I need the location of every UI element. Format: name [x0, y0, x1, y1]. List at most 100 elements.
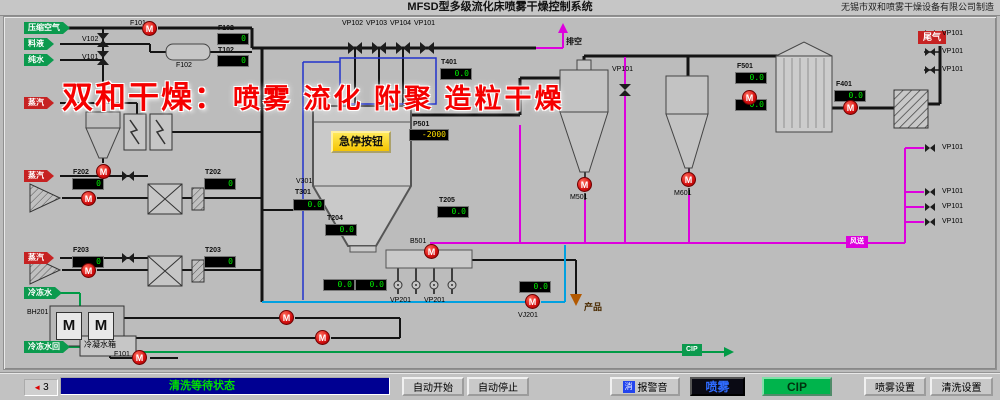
pump-vj201[interactable]: M	[525, 294, 540, 309]
valve-vp102[interactable]	[348, 42, 362, 54]
counter-value: 3	[43, 382, 49, 393]
clean-settings-button[interactable]: 清洗设置	[930, 377, 993, 396]
valve-vp101-right-7[interactable]	[925, 218, 935, 226]
tag-convey: 风送	[846, 236, 868, 248]
label-m601: M601	[674, 190, 692, 197]
auto-stop-button[interactable]: 自动停止	[467, 377, 529, 396]
tag-steam-heater: 蒸汽	[24, 97, 54, 109]
display-t205: 0.0	[437, 206, 469, 218]
tag-steam-hx1: 蒸汽	[24, 170, 54, 182]
counter-arrow-icon: ◄	[33, 383, 42, 392]
pipe-network-cip-blue	[302, 57, 437, 300]
pipe-network-green	[60, 292, 734, 357]
product-arrow-icon	[570, 294, 582, 306]
valve-vp101-right-3[interactable]	[925, 66, 935, 74]
motor-bh201-1: M	[56, 312, 82, 340]
display-label-f202: F202	[73, 169, 89, 176]
pipe-network-cyan	[262, 245, 566, 303]
pump-m601[interactable]: M	[681, 172, 696, 187]
label-vp101-right-5: VP101	[942, 188, 964, 195]
valve-v101[interactable]	[97, 51, 109, 65]
display-label-t102: T102	[218, 47, 234, 54]
valve-vp101-mid[interactable]	[619, 84, 631, 96]
display-f501: 0.0	[735, 72, 767, 84]
tag-tail-gas: 尾气	[918, 31, 947, 44]
label-vp101-right-4: VP101	[942, 144, 964, 151]
label-f102-tank: F102	[176, 62, 192, 69]
valve-vp101-right-2[interactable]	[925, 48, 935, 56]
spray-settings-label: 喷雾设置	[875, 383, 915, 394]
pump-bh201-b[interactable]: M	[315, 330, 330, 345]
status-bar: 清洗等待状态	[60, 377, 390, 395]
pump-feed-1[interactable]: M	[81, 191, 96, 206]
motor-bh201-2: M	[88, 312, 114, 340]
control-bar: ◄ 3 清洗等待状态 自动开始 自动停止 消 报警音 喷雾 CIP 喷雾设置 清…	[0, 372, 1000, 400]
valve-steam-2[interactable]	[122, 253, 134, 263]
label-vp201-b: VP201	[424, 297, 446, 304]
valve-vp101-right-4[interactable]	[925, 144, 935, 152]
condenser	[775, 41, 833, 133]
tag-product: 产品	[584, 302, 603, 312]
tag-compressed-air: 压缩空气	[24, 22, 70, 34]
valve-vp101-row[interactable]	[420, 42, 434, 54]
display-vj201: 0.0	[519, 281, 551, 293]
display-label-f501: F501	[737, 63, 753, 70]
clean-settings-label: 清洗设置	[941, 383, 982, 394]
vp201-valves[interactable]	[393, 280, 457, 290]
display-t203: 0	[204, 256, 236, 268]
cyclone-1	[559, 59, 609, 173]
label-f101-bottom: F101	[114, 351, 130, 358]
display-label-f203: F203	[73, 247, 89, 254]
label-vj201: VJ201	[518, 312, 538, 319]
label-vp101-right-2: VP101	[942, 48, 964, 55]
display-p501: -2000	[409, 129, 449, 141]
status-text: 清洗等待状态	[169, 380, 235, 392]
label-vp104: VP104	[390, 20, 412, 27]
valve-v102[interactable]	[97, 33, 109, 47]
label-vp101-mid: VP101	[612, 66, 634, 73]
spray-mode-button[interactable]: 喷雾	[690, 377, 745, 396]
valve-steam-1[interactable]	[122, 171, 134, 181]
feed-hopper-1	[29, 183, 62, 213]
valve-vp101-right-6[interactable]	[925, 203, 935, 211]
pump-f101-bottom[interactable]: M	[132, 350, 147, 365]
display-t401: 0.0	[440, 68, 472, 80]
display-t301: 0.0	[293, 199, 325, 211]
label-vp101-right-3: VP101	[942, 66, 964, 73]
valve-vp103[interactable]	[372, 42, 386, 54]
display-t102: 0	[217, 55, 249, 67]
pump-left-cyclone[interactable]: M	[96, 164, 111, 179]
air-heaters	[123, 113, 173, 151]
mute-alarm-button[interactable]: 消 报警音	[610, 377, 680, 396]
label-vp101-row: VP101	[414, 20, 436, 27]
mute-icon: 消	[622, 380, 635, 393]
valve-vp101-right-5[interactable]	[925, 188, 935, 196]
label-m501: M501	[570, 194, 588, 201]
valve-vp104[interactable]	[396, 42, 410, 54]
pump-feed-2[interactable]: M	[81, 263, 96, 278]
display-t204: 0.0	[325, 224, 357, 236]
display-bed-b: 0.0	[355, 279, 387, 291]
display-label-t301: T301	[295, 189, 311, 196]
label-vp101-right-6: VP101	[942, 203, 964, 210]
spray-settings-button[interactable]: 喷雾设置	[864, 377, 926, 396]
display-label-f401: F401	[836, 81, 852, 88]
pump-b501[interactable]: M	[424, 244, 439, 259]
display-bed-a: 0.0	[323, 279, 355, 291]
label-vp101-right-7: VP101	[942, 218, 964, 225]
left-cyclone	[85, 111, 121, 159]
display-f102: 0	[217, 33, 249, 45]
auto-start-button[interactable]: 自动开始	[402, 377, 464, 396]
emergency-stop-button[interactable]: 急停按钮	[331, 131, 391, 153]
pump-f501[interactable]: M	[742, 90, 757, 105]
label-vp101-right-1: VP101	[942, 30, 964, 37]
pump-bh201-a[interactable]: M	[279, 310, 294, 325]
display-label-t203: T203	[205, 247, 221, 254]
pump-m501[interactable]: M	[577, 177, 592, 192]
pump-f401[interactable]: M	[843, 100, 858, 115]
cip-mode-button[interactable]: CIP	[762, 377, 832, 396]
tag-vent: 排空	[566, 37, 582, 46]
title-bar: MFSD型多级流化床喷雾干燥控制系统 无锡市双和喷雾干燥设备有限公司制造	[0, 0, 1000, 16]
pump-f101-top[interactable]: M	[142, 21, 157, 36]
